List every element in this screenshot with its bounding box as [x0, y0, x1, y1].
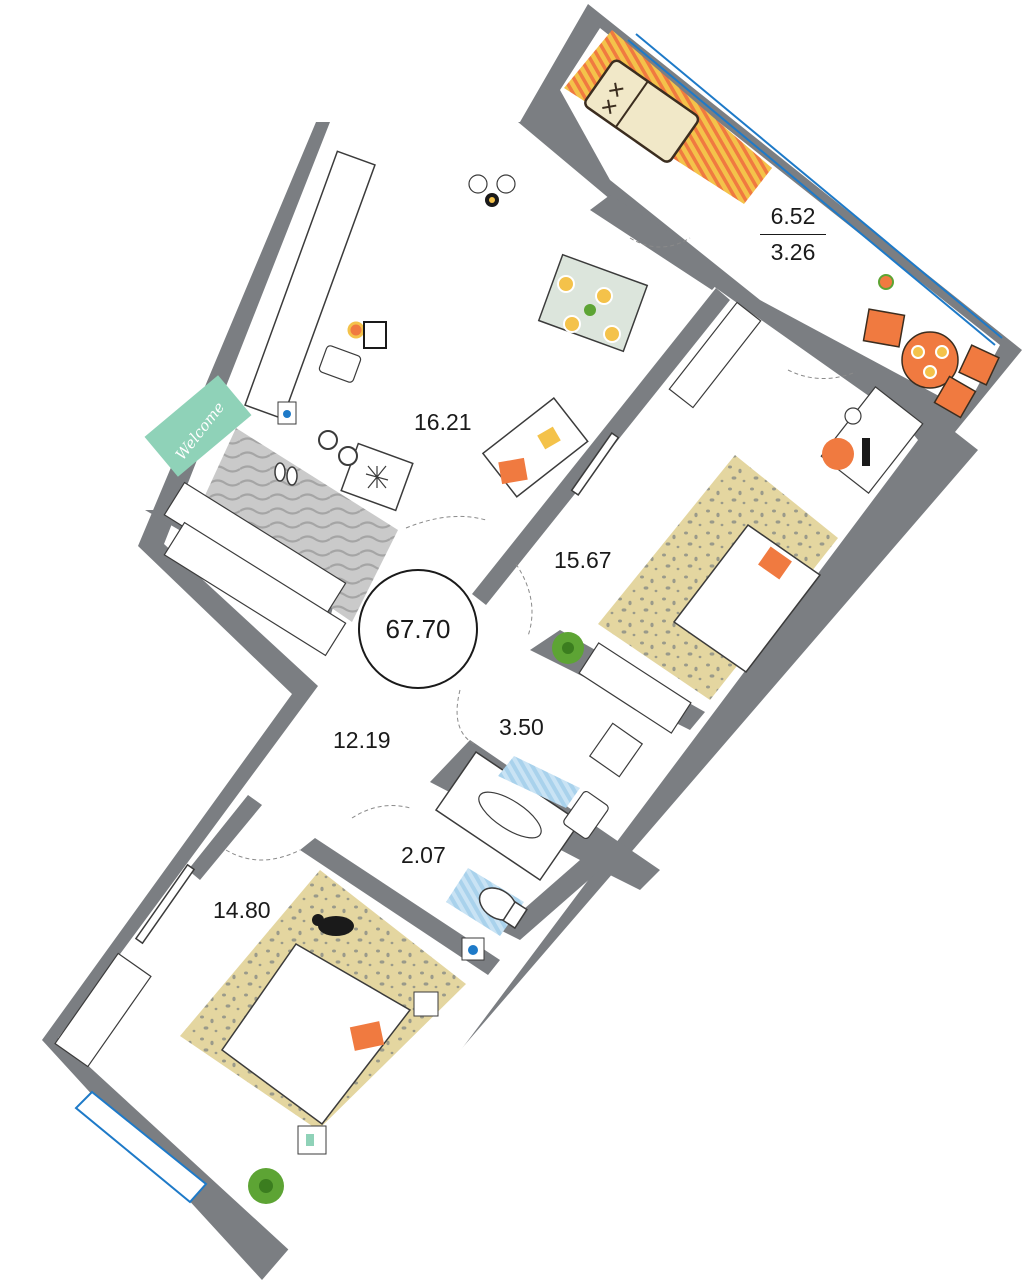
balcony-window-2: [635, 33, 1003, 339]
balcony: [560, 28, 1003, 419]
bathroom: [434, 722, 644, 882]
entrance-rug: [196, 428, 398, 622]
kitchen: [244, 150, 649, 512]
wall-kitchen-bedroom: [472, 288, 730, 605]
washer-icon: [318, 430, 358, 466]
wardrobe-entrance: [163, 481, 347, 657]
fridge-icon: [340, 442, 414, 512]
wardrobe-left: [54, 952, 152, 1068]
sink-icon: [318, 345, 362, 383]
toilet: [446, 868, 528, 961]
kitchen-counter: [244, 150, 376, 420]
door-swing-bath: [456, 689, 475, 745]
hallway-area-label: 12.19: [333, 727, 391, 753]
door-swing-toilet: [351, 805, 411, 819]
door-swing-balcony-2: [787, 369, 857, 380]
dining-table-icon: [537, 253, 649, 353]
total-area-badge: 67.70: [358, 569, 478, 689]
cat-icon: [312, 914, 354, 936]
door-swing-bedroom-left: [225, 849, 301, 861]
wardrobe-right: [578, 642, 692, 734]
building-walls: [42, 4, 1022, 1280]
bedroom-left: [54, 863, 466, 1204]
toilet-area-label: 2.07: [401, 842, 446, 868]
doormat: [144, 375, 252, 477]
bath-tub: [434, 750, 582, 882]
door-swing-balcony: [629, 237, 691, 248]
balcony-reduced-area: 3.26: [770, 239, 816, 265]
window-left: [74, 1090, 208, 1204]
bedroom-right: [552, 301, 924, 734]
plant-left-icon: [248, 1168, 284, 1204]
bedroom-left-area-label: 14.80: [213, 897, 271, 923]
bath-tub-basin: [478, 791, 542, 839]
door-swings: [225, 237, 857, 861]
bed-right-icon: [672, 523, 822, 674]
balcony-area: 6.52: [760, 205, 826, 235]
wall-hall-bedroom-left: [188, 795, 262, 880]
dish-rack-icon: [347, 321, 387, 349]
towel-rail-icon: [588, 722, 644, 778]
balcony-window: [627, 39, 996, 346]
wall-balcony-kitchen: [590, 195, 730, 290]
entrance: [144, 375, 398, 657]
radiator-toilet-icon: [461, 937, 485, 961]
radiator-icon: [277, 401, 297, 425]
tv-left-icon: [134, 863, 196, 945]
balcony-area-label: 6.52 3.26: [760, 205, 826, 264]
bed-left-icon: [220, 943, 412, 1126]
tv-icon: [570, 431, 620, 497]
bedroom-right-area-label: 15.67: [554, 547, 612, 573]
deck-chair-icon: [584, 59, 700, 163]
total-area-value: 67.70: [385, 613, 451, 644]
plant-right-icon: [552, 632, 584, 664]
door-swing-bedroom-right: [515, 563, 533, 637]
slippers-icon: [274, 462, 298, 486]
bath-mat: [498, 756, 580, 808]
sofa-icon: [481, 396, 589, 498]
sink-bath-icon: [563, 790, 609, 840]
toilet-tank: [502, 900, 528, 930]
shelf-right: [668, 301, 762, 409]
nightstand-icon: [297, 991, 439, 1155]
bathroom-area-label: 3.50: [499, 714, 544, 740]
wall-toilet-bedroom: [300, 838, 500, 975]
kitchen-area-label: 16.21: [414, 409, 472, 435]
door-swing-kitchen: [405, 515, 487, 529]
stove-icon: [468, 174, 516, 207]
outdoor-table-icon: [862, 274, 1000, 419]
desk-icon: [820, 386, 924, 494]
